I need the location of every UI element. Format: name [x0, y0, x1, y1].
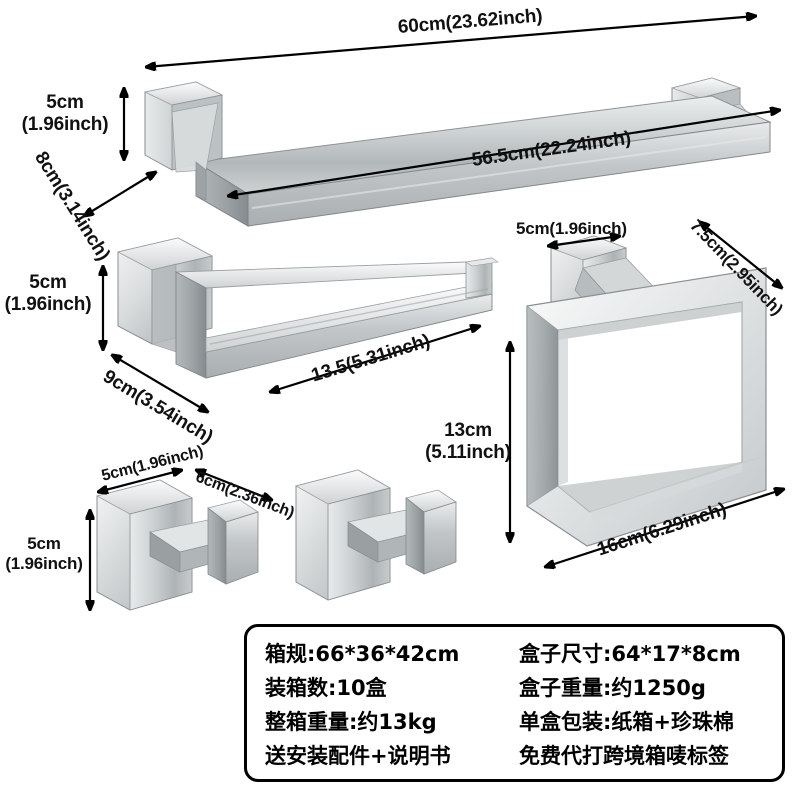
paper-holder-plate-height-inch: (1.96inch)	[4, 294, 92, 316]
towel-bar-plate-height-inch: (1.96inch)	[21, 114, 109, 136]
paper-holder-plate-height-value: 5cm	[29, 272, 67, 293]
paper-holder-arm-length-label: 13.5(5.31inch)	[308, 330, 433, 387]
towel-bar-plate-height-label: 5cm (1.96inch)	[10, 92, 120, 137]
info-carton-weight: 整箱重量:约13kg	[265, 709, 437, 734]
towel-ring-width-label: 16cm(6.29inch)	[594, 498, 730, 561]
info-box-size: 盒子尺寸:64*17*8cm	[519, 641, 741, 666]
towel-bar-depth-label: 8cm(3.14inch)	[30, 148, 114, 265]
towel-ring-plate-depth-label: 7.5cm(2.95inch)	[686, 216, 787, 319]
info-box-weight: 盒子重量:约1250g	[519, 675, 706, 700]
towel-bar-overall-length-label: 60cm(23.62inch)	[397, 5, 544, 38]
packaging-info-panel: 箱规:66*36*42cm 盒子尺寸:64*17*8cm 装箱数:10盒 盒子重…	[244, 624, 785, 782]
towel-ring-plate-width-label: 5cm(1.96inch)	[516, 219, 627, 238]
towel-bar-illustration	[143, 77, 772, 227]
paper-holder-illustration	[116, 237, 499, 379]
towel-ring-height-inch: (5.11inch)	[425, 442, 511, 464]
info-box-packing: 单盒包装:纸箱+珍珠棉	[519, 709, 734, 734]
info-shipping-label: 免费代打跨境箱唛标签	[519, 743, 729, 768]
robe-hook-plate-height-label: 5cm (1.96inch)	[0, 534, 92, 574]
towel-ring-height-value: 13cm	[444, 420, 492, 441]
info-carton-quantity: 装箱数:10盒	[265, 675, 387, 700]
robe-hook-plate-width-label: 5cm(1.96inch)	[99, 443, 205, 485]
robe-hook-depth-label: 6cm(2.36inch)	[193, 468, 297, 522]
towel-ring-height-label: 13cm (5.11inch)	[420, 420, 516, 465]
paper-holder-plate-height-label: 5cm (1.96inch)	[0, 272, 98, 317]
robe-hook-plate-height-inch: (1.96inch)	[5, 554, 83, 574]
paper-holder-plate-depth-label: 9cm(3.54inch)	[99, 366, 217, 448]
packaging-info-grid: 箱规:66*36*42cm 盒子尺寸:64*17*8cm 装箱数:10盒 盒子重…	[265, 637, 768, 773]
robe-hook-right-illustration	[294, 469, 457, 601]
robe-hook-plate-height-value: 5cm	[27, 534, 61, 553]
towel-ring-illustration	[526, 235, 767, 547]
info-carton-spec: 箱规:66*36*42cm	[265, 641, 460, 666]
towel-bar-length-label: 56.5cm(22.24inch)	[470, 127, 633, 171]
info-accessories-included: 送安装配件+说明书	[265, 743, 451, 768]
towel-bar-plate-height-value: 5cm	[46, 92, 84, 113]
